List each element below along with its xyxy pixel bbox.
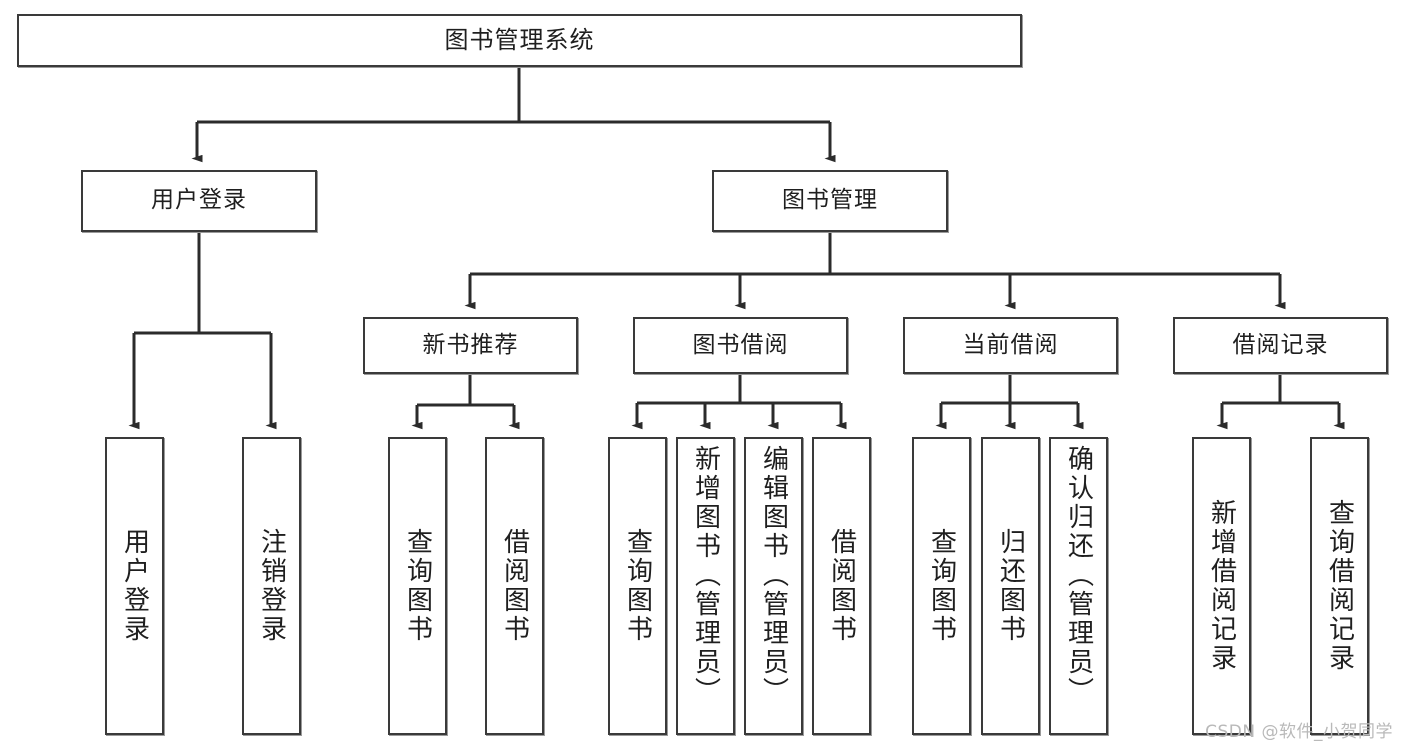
node-book-borrowing[interactable]: 图书借阅: [633, 317, 848, 374]
node-label: 查询图书: [926, 528, 957, 644]
node-root-book-management-system[interactable]: 图书管理系统: [17, 14, 1022, 67]
node-label: 用户登录: [119, 528, 150, 644]
node-label: 查询图书: [622, 528, 653, 644]
node-label: 查询图书: [402, 528, 433, 644]
leaf-current-borrow-query-books[interactable]: 查询图书: [912, 437, 971, 735]
node-label: 图书借阅: [692, 331, 789, 358]
node-label: 新书推荐: [422, 331, 519, 358]
node-user-login[interactable]: 用户登录: [81, 170, 317, 232]
leaf-borrow-record-add-record[interactable]: 新增借阅记录: [1192, 437, 1251, 735]
leaf-new-book-query-books[interactable]: 查询图书: [388, 437, 447, 735]
leaf-book-borrow-edit-book-admin[interactable]: 编辑图书（管理员）: [744, 437, 803, 735]
leaf-current-borrow-return-books[interactable]: 归还图书: [981, 437, 1040, 735]
leaf-borrow-record-query-record[interactable]: 查询借阅记录: [1310, 437, 1369, 735]
leaf-book-borrow-add-book-admin[interactable]: 新增图书（管理员）: [676, 437, 735, 735]
leaf-book-borrow-borrow-books[interactable]: 借阅图书: [812, 437, 871, 735]
node-label: 新增借阅记录: [1206, 499, 1237, 673]
node-label: 用户登录: [151, 187, 247, 214]
node-label: 确认归还（管理员）: [1063, 445, 1094, 706]
csdn-watermark: CSDN @软件_小贺同学: [1205, 722, 1393, 742]
node-label: 注销登录: [256, 528, 287, 644]
node-label: 图书管理系统: [444, 26, 595, 55]
node-label: 新增图书（管理员）: [690, 445, 721, 706]
node-current-borrowing[interactable]: 当前借阅: [903, 317, 1118, 374]
node-label: 借阅记录: [1232, 331, 1329, 358]
leaf-current-borrow-confirm-return-admin[interactable]: 确认归还（管理员）: [1049, 437, 1108, 735]
node-label: 编辑图书（管理员）: [758, 445, 789, 706]
node-book-management[interactable]: 图书管理: [712, 170, 948, 232]
leaf-user-login-login[interactable]: 用户登录: [105, 437, 164, 735]
leaf-book-borrow-query-books[interactable]: 查询图书: [608, 437, 667, 735]
leaf-new-book-borrow-books[interactable]: 借阅图书: [485, 437, 544, 735]
node-label: 查询借阅记录: [1324, 499, 1355, 673]
node-borrowing-record[interactable]: 借阅记录: [1173, 317, 1388, 374]
node-label: 归还图书: [995, 528, 1026, 644]
node-label: 图书管理: [782, 187, 878, 214]
node-new-book-recommendation[interactable]: 新书推荐: [363, 317, 578, 374]
leaf-user-login-logout[interactable]: 注销登录: [242, 437, 301, 735]
node-label: 借阅图书: [499, 528, 530, 644]
node-label: 借阅图书: [826, 528, 857, 644]
node-label: 当前借阅: [962, 331, 1059, 358]
